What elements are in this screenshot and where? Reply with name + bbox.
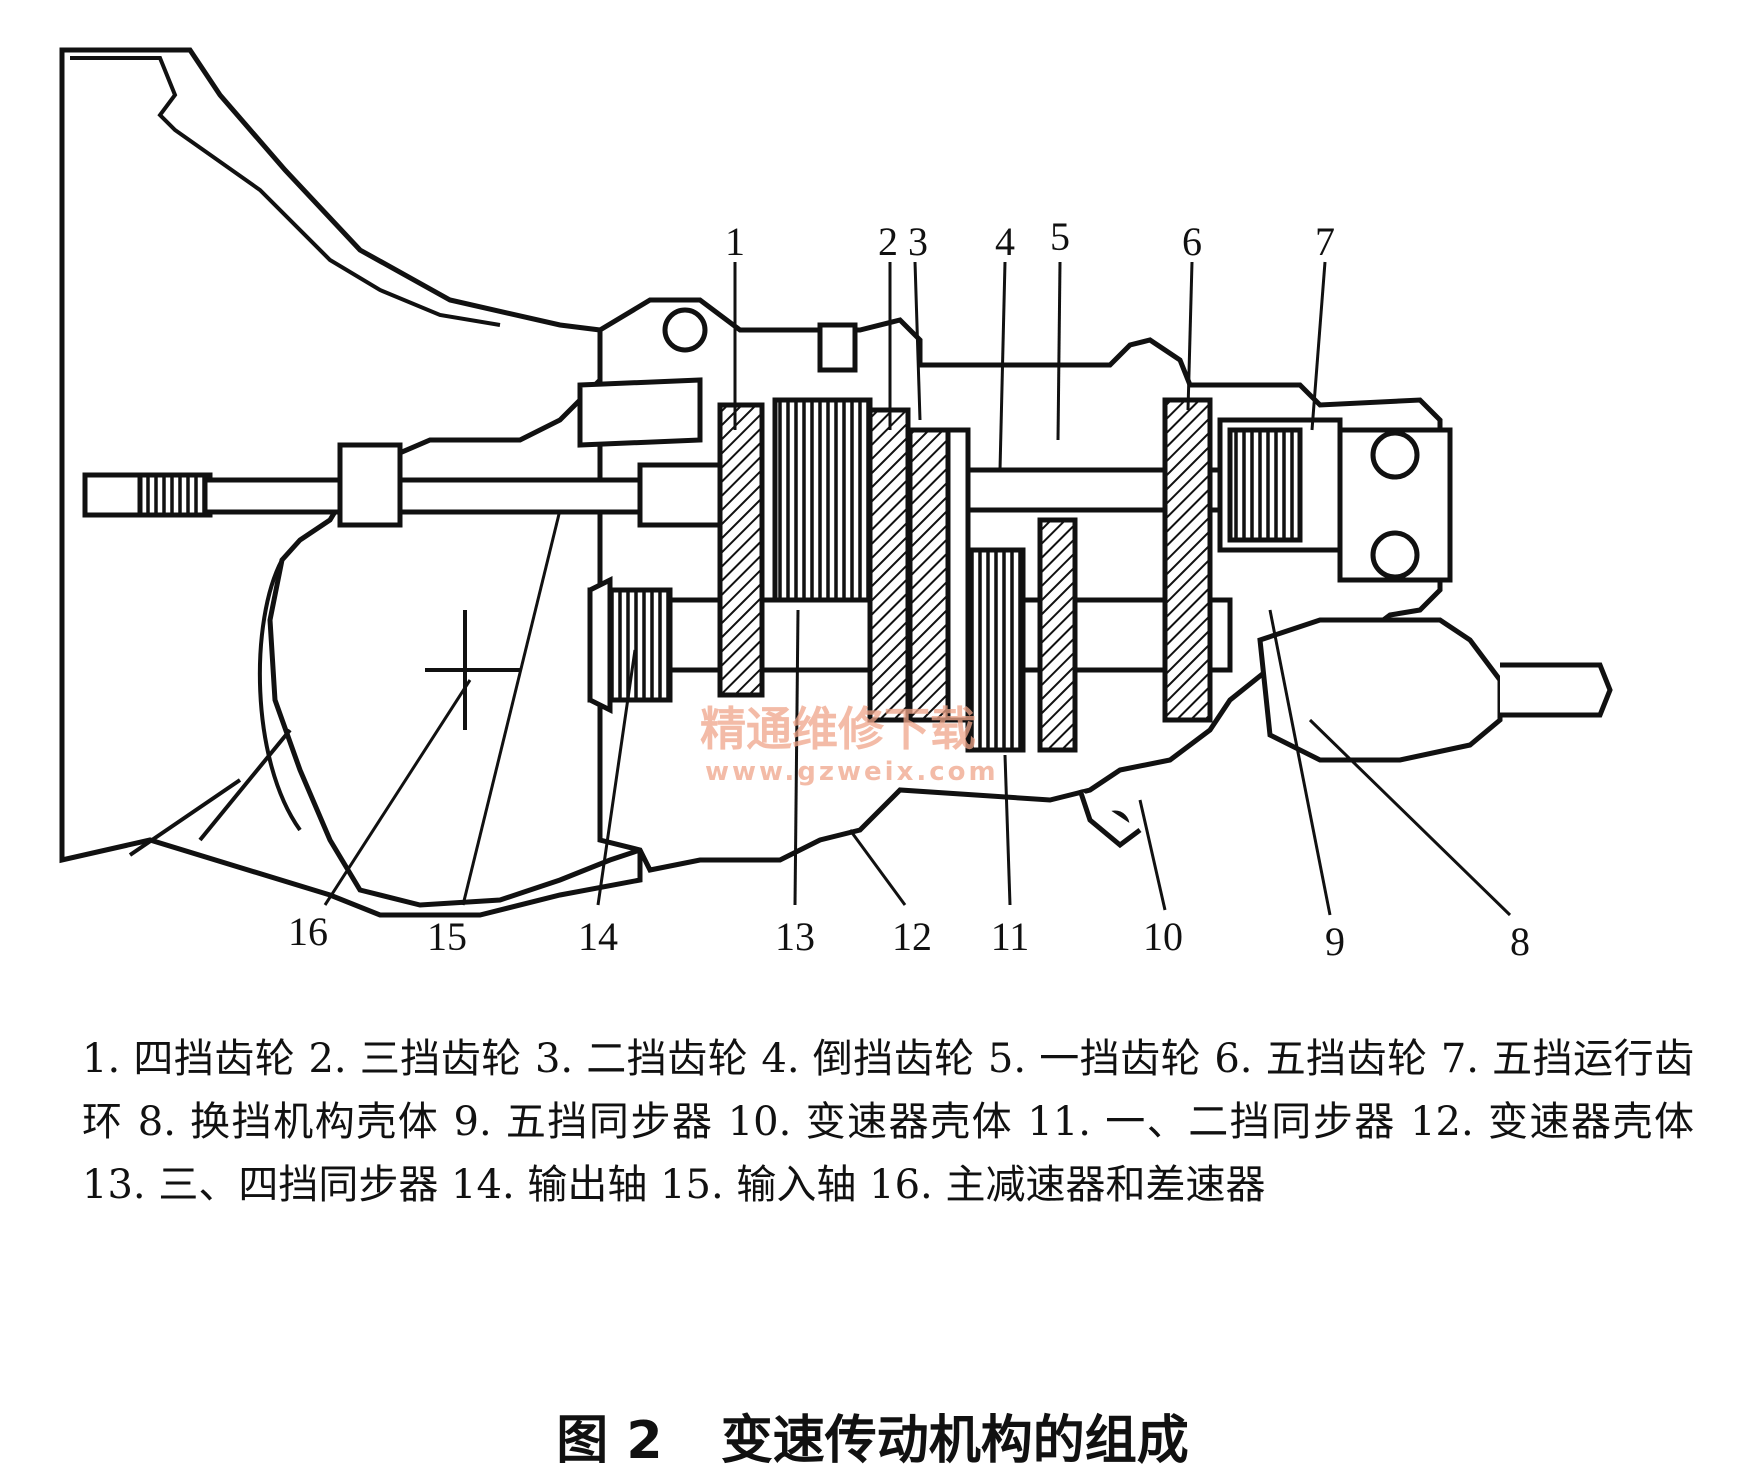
callout-12: 12 bbox=[892, 914, 932, 959]
callout-5: 5 bbox=[1050, 214, 1070, 259]
legend-item: 6. 五挡齿轮 bbox=[1214, 1036, 1428, 1082]
callout-8: 8 bbox=[1510, 919, 1530, 964]
legend-item: 12. 变速器壳体 bbox=[1410, 1099, 1695, 1145]
callout-3: 3 bbox=[908, 219, 928, 264]
legend-item: 13. 三、四挡同步器 bbox=[82, 1162, 439, 1208]
legend-item: 3. 二挡齿轮 bbox=[534, 1036, 749, 1082]
callout-13: 13 bbox=[775, 914, 815, 959]
parts-legend: 1. 四挡齿轮 2. 三挡齿轮 3. 二挡齿轮 4. 倒挡齿轮 5. 一挡齿轮 … bbox=[82, 1028, 1694, 1217]
callout-9: 9 bbox=[1325, 919, 1345, 964]
legend-item: 5. 一挡齿轮 bbox=[987, 1036, 1202, 1082]
callout-2: 2 bbox=[878, 219, 898, 264]
legend-item: 14. 输出轴 bbox=[451, 1162, 648, 1208]
callout-4: 4 bbox=[995, 219, 1015, 264]
watermark: 精通维修下载 www.gzweix.com bbox=[700, 702, 999, 787]
callout-14: 14 bbox=[578, 914, 618, 959]
callout-7: 7 bbox=[1315, 219, 1335, 264]
legend-item: 10. 变速器壳体 bbox=[727, 1099, 1014, 1145]
figure-caption: 图 2 变速传动机构的组成 bbox=[0, 1398, 1745, 1473]
legend-item: 1. 四挡齿轮 bbox=[82, 1036, 296, 1082]
callout-11: 11 bbox=[991, 914, 1030, 959]
gears bbox=[717, 397, 1303, 753]
legend-item: 11. 一、二挡同步器 bbox=[1027, 1099, 1396, 1145]
watermark-text: 精通维修下载 bbox=[700, 702, 976, 756]
legend-item: 15. 输入轴 bbox=[660, 1162, 857, 1208]
callout-10: 10 bbox=[1143, 914, 1183, 959]
figure-title: 变速传动机构的组成 bbox=[720, 1411, 1189, 1471]
legend-item: 7. 五挡运行齿环 bbox=[82, 1036, 1695, 1145]
callout-leaders bbox=[323, 261, 1512, 917]
legend-item: 8. 换挡机构壳体 bbox=[137, 1099, 440, 1145]
legend-item: 4. 倒挡齿轮 bbox=[761, 1036, 975, 1082]
callout-6: 6 bbox=[1182, 219, 1202, 264]
legend-item: 9. 五挡同步器 bbox=[453, 1099, 714, 1145]
differential-centre-mark bbox=[425, 610, 520, 730]
legend-item: 2. 三挡齿轮 bbox=[308, 1036, 522, 1082]
callout-16: 16 bbox=[288, 909, 328, 954]
transmission-cutaway-diagram: 1 2 3 4 5 6 7 8 9 10 11 12 13 14 15 16 精… bbox=[59, 47, 1613, 964]
legend-item: 16. 主减速器和差速器 bbox=[869, 1162, 1266, 1208]
figure-number: 图 2 bbox=[556, 1411, 663, 1471]
callout-1: 1 bbox=[725, 219, 745, 264]
watermark-url: www.gzweix.com bbox=[705, 757, 999, 787]
callout-numbers: 1 2 3 4 5 6 7 8 9 10 11 12 13 14 15 16 bbox=[288, 214, 1530, 964]
callout-15: 15 bbox=[427, 914, 467, 959]
